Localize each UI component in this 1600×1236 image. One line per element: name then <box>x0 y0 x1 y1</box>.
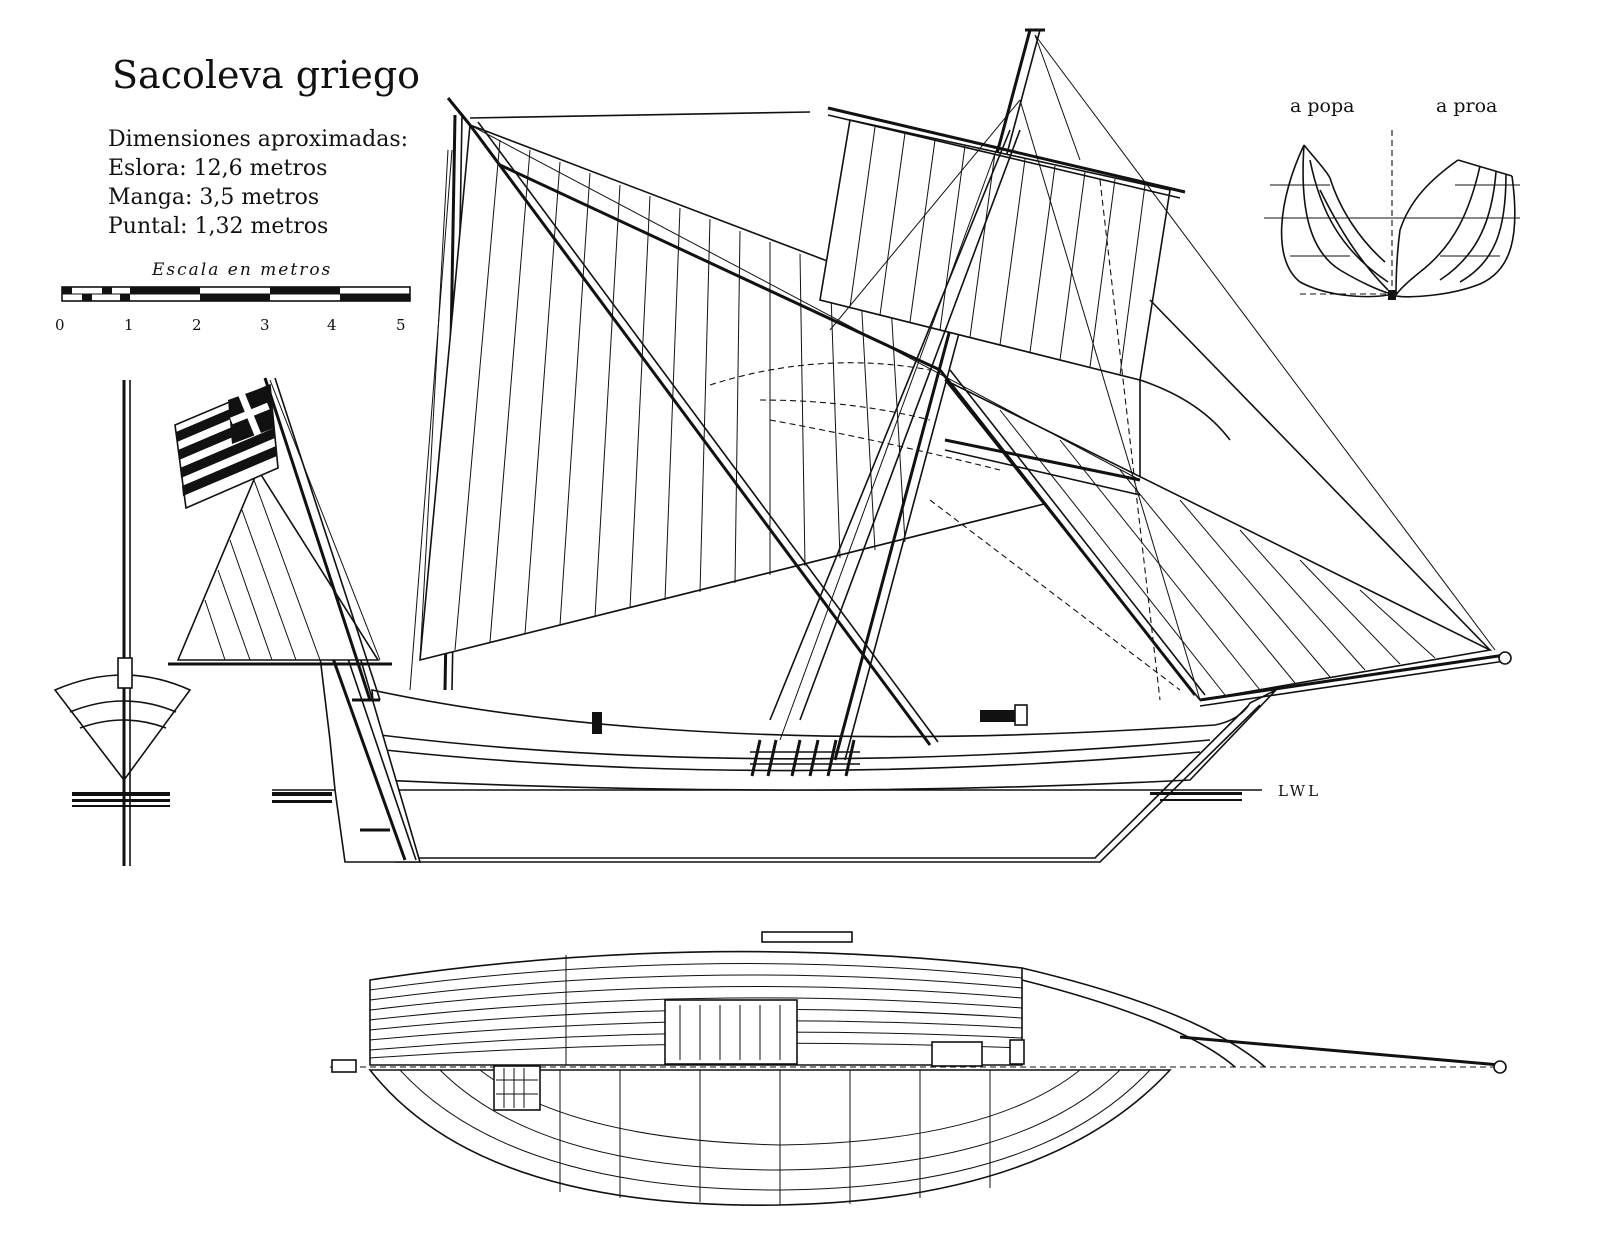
title-block: Sacoleva griego Dimensiones aproximadas:… <box>108 53 420 239</box>
scale-tick-5: 5 <box>396 316 406 334</box>
dimensions-heading: Dimensiones aproximadas: <box>108 127 408 152</box>
main-hatch <box>664 999 798 1065</box>
body-plan: a popa a proa <box>1264 95 1520 300</box>
bow-view-label: a proa <box>1436 95 1497 117</box>
dimension-eslora: Eslora: 12,6 metros <box>108 156 327 181</box>
stern-section-view <box>53 380 192 866</box>
deck-plan-view <box>330 931 1507 1206</box>
scale-tick-2: 2 <box>192 316 202 334</box>
scale-tick-0: 0 <box>55 316 65 334</box>
dimension-manga: Manga: 3,5 metros <box>108 185 319 210</box>
mast-chainplates <box>750 739 860 777</box>
plan-title: Sacoleva griego <box>112 53 420 97</box>
scale-bar: Escala en metros 0 1 2 3 4 5 <box>55 260 411 334</box>
scale-tick-4: 4 <box>327 316 337 334</box>
greek-flag <box>174 383 279 510</box>
stern-view-label: a popa <box>1290 95 1354 117</box>
scale-ticks: 0 1 2 3 4 5 <box>55 316 406 334</box>
side-elevation-view: LWL <box>168 28 1512 863</box>
main-sail-panels <box>454 139 906 651</box>
hull-topsides <box>371 688 1277 791</box>
fore-hatch <box>931 1041 983 1067</box>
scale-caption: Escala en metros <box>151 260 332 280</box>
dimension-puntal: Puntal: 1,32 metros <box>108 214 328 239</box>
scale-segments <box>62 287 410 301</box>
waterline-label: LWL <box>1278 782 1321 800</box>
scale-tick-3: 3 <box>260 316 270 334</box>
foresail <box>944 379 1493 701</box>
mizzen-sail <box>176 468 380 661</box>
scale-tick-1: 1 <box>124 316 134 334</box>
waterlines <box>399 1069 1151 1205</box>
